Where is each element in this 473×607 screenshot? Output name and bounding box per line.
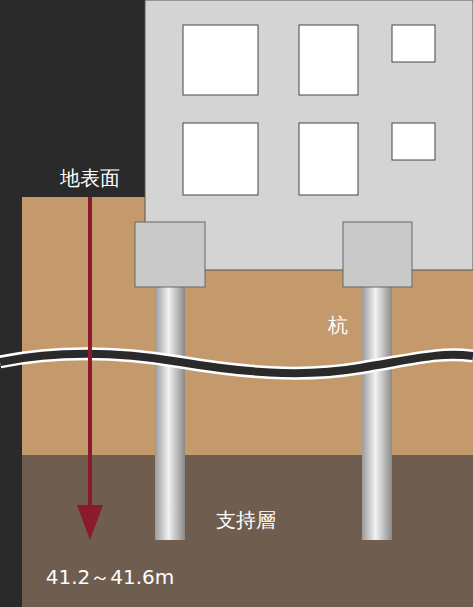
break-line — [0, 354, 473, 373]
bearing-layer-label: 支持層 — [216, 508, 276, 532]
pile-label: 杭 — [328, 313, 348, 337]
ground-surface-label: 地表面 — [60, 166, 120, 190]
windows — [183, 25, 435, 195]
depth-dimension: 41.2～41.6m — [46, 565, 175, 589]
pile-caps — [135, 222, 412, 287]
piles — [155, 285, 392, 540]
depth-arrow — [77, 197, 103, 540]
